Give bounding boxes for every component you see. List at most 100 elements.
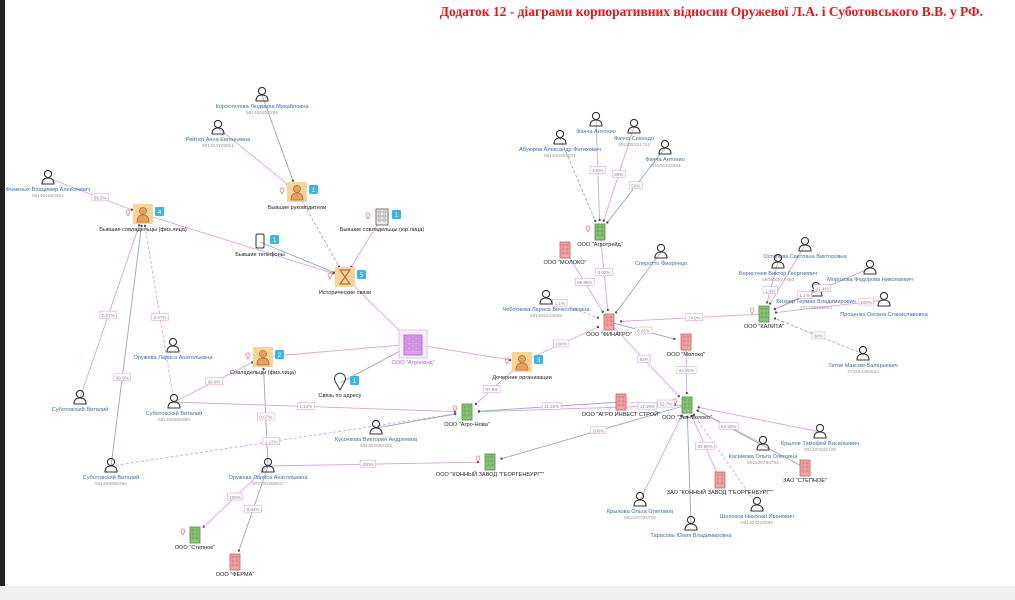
edge-label-group[interactable]: 97.9% <box>483 385 501 393</box>
graph-node-person[interactable]: Коростелева Людмила Михайловна5914002022… <box>215 86 309 116</box>
edge-label-group[interactable]: 52.7% <box>657 399 675 408</box>
relation-edge[interactable] <box>259 241 336 274</box>
relation-edge[interactable] <box>47 177 133 211</box>
graph-node-person[interactable]: Проценко Оксана Станиславовна <box>840 291 929 318</box>
edge-label-group[interactable]: 50% <box>611 169 626 178</box>
edge-label-group[interactable]: 99.9% <box>205 377 223 386</box>
relation-edge[interactable] <box>261 94 295 182</box>
edge-label-group[interactable]: 0.04% <box>244 504 262 513</box>
graph-node-person[interactable]: Чеботаева Лариса Вячеславовна59140512885… <box>503 289 591 319</box>
graph-node-green[interactable]: ООО "КОННЫЙ ЗАВОД "ГЕОРГЕНБУРГ"" <box>436 453 544 478</box>
relation-edge[interactable] <box>545 297 599 319</box>
edge-label-group[interactable]: 100% <box>857 297 875 306</box>
edge-label-group[interactable]: 93.96% <box>695 441 716 450</box>
edge-label-group[interactable]: 1.1% <box>552 298 568 307</box>
edge-label-group[interactable]: 21.4% <box>813 284 831 293</box>
graph-node-person[interactable]: Сперотто Фиоренцо <box>635 243 687 267</box>
edge-label-group[interactable]: 100% <box>590 426 607 434</box>
graph-node-pink[interactable]: ООО "ФЕРМА" <box>216 553 255 578</box>
edge-label-group[interactable]: 100% <box>589 166 606 174</box>
edge-label-group[interactable]: 50% <box>628 181 643 190</box>
edge-label-group[interactable]: 0.07% <box>257 412 275 421</box>
graph-node-pink[interactable]: ООО "АГРО ИНВЕСТ СТРОЙ" <box>582 393 660 418</box>
relation-edge[interactable] <box>639 414 683 501</box>
bottom-scrollbar[interactable] <box>0 586 1015 600</box>
edge-label-group[interactable]: 99.9% <box>113 373 131 382</box>
graph-node-pink[interactable]: ЗАО "СТЕПНОЕ" <box>783 459 827 484</box>
graph-node-green[interactable]: ООО "Степное" <box>175 526 216 551</box>
edge-label-group[interactable]: 99.5% <box>91 193 109 202</box>
graph-node-purple[interactable]: ООО "Агроленд" <box>391 329 435 366</box>
graph-node-person[interactable]: Тарасова Юлия Владимировна <box>650 515 733 539</box>
relation-edge[interactable] <box>765 261 779 304</box>
graph-node-person[interactable]: Оружева Лариса Анатольевна <box>134 337 214 361</box>
edge-label-group[interactable]: 74.9% <box>685 313 703 321</box>
graph-node-person[interactable]: Остапова Светлана Викторовна <box>763 236 848 260</box>
graph-node-pink[interactable]: ООО "Молоко" <box>667 333 705 358</box>
graph-node-pink[interactable]: ЗАО "КОННЫЙ ЗАВОД "ГЕОРГЕНБУРГ"" <box>667 471 774 496</box>
edge-label-group[interactable]: 100% <box>553 339 570 348</box>
edge-label-group[interactable]: 0.01% <box>634 326 653 335</box>
graph-node-green[interactable]: ООО "Агротрейд" <box>577 223 623 248</box>
relation-edge[interactable] <box>412 343 512 362</box>
edge-label-group[interactable]: 60% <box>811 331 826 340</box>
edge-label-group[interactable]: 99.98% <box>574 278 595 286</box>
relation-edge[interactable] <box>686 415 692 525</box>
edge-label-group[interactable]: 1.1% <box>797 290 812 299</box>
relation-edge[interactable] <box>692 413 758 506</box>
graph-node-pink[interactable]: ООО "ФИНАГРО" <box>586 313 632 338</box>
relation-edge[interactable] <box>173 401 457 413</box>
relation-edge[interactable] <box>143 224 175 403</box>
relation-edge[interactable] <box>697 406 821 433</box>
graph-node-green[interactable]: ООО "Эко-Молоко" <box>662 396 712 421</box>
edge-label-group[interactable]: 100% <box>359 459 376 468</box>
edge-label-group[interactable]: 11.45% <box>541 402 562 410</box>
edge-label-group[interactable]: 100% <box>227 492 244 501</box>
graph-node-person[interactable]: Морозова Федорова Николаевич <box>827 259 913 283</box>
graph-node-green[interactable]: ООО "КАЛИТА" <box>744 305 784 330</box>
edge-label-group[interactable]: 11.19% <box>637 401 658 410</box>
edge-label-group[interactable]: 0.07% <box>99 310 118 319</box>
edge-label-group[interactable]: 64.55% <box>718 422 739 430</box>
edge-label-group[interactable]: 1.13% <box>262 437 280 446</box>
relation-edge[interactable] <box>142 213 335 275</box>
relation-edge[interactable] <box>614 251 662 314</box>
edge-label-group[interactable]: 1.4% <box>762 286 778 294</box>
relation-edge[interactable] <box>559 137 597 223</box>
graph-node-green[interactable]: ООО "Агро-Нова" <box>444 403 490 428</box>
edge-label-group[interactable]: 93% <box>637 355 651 363</box>
graph-node-person[interactable]: Суботовский Виталий <box>52 389 109 413</box>
relation-edge[interactable] <box>375 412 457 429</box>
relation-edge[interactable] <box>696 409 806 469</box>
edge-label-group[interactable]: 1.13% <box>297 402 315 410</box>
edge-label-group[interactable]: 64.91% <box>676 366 697 374</box>
edge-label-group[interactable]: 0.02% <box>595 268 613 276</box>
relation-edge[interactable] <box>110 224 143 467</box>
edge-label-group[interactable]: 0.07% <box>151 313 169 321</box>
relation-edge[interactable] <box>296 191 341 268</box>
